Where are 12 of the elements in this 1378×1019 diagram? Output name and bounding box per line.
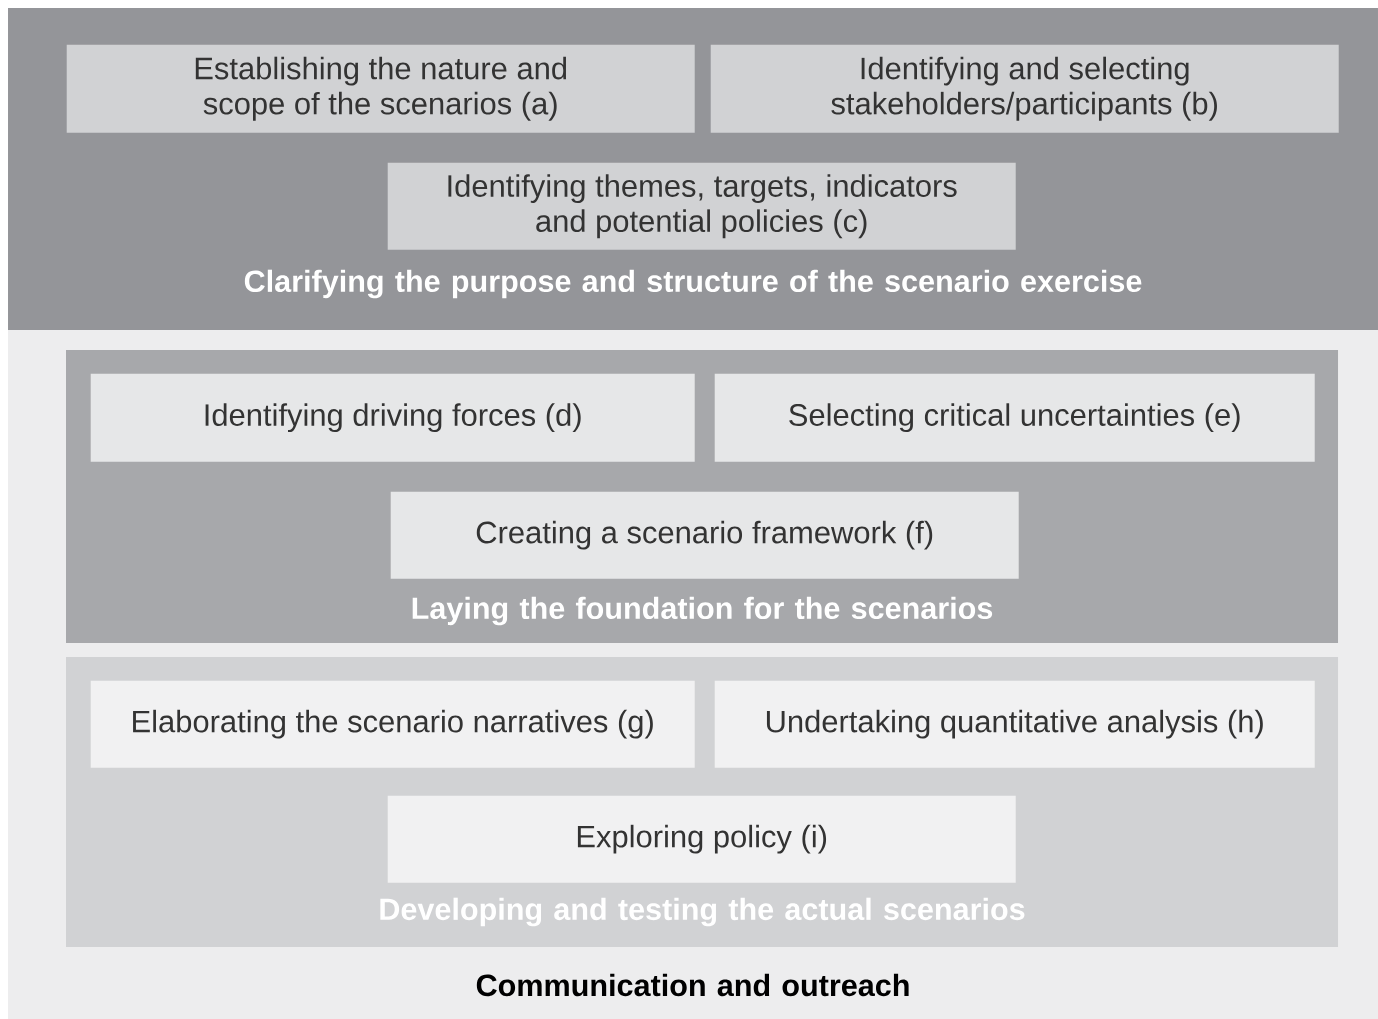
- step-box: Identifying driving forces (d): [90, 373, 695, 462]
- step-box: Selecting critical uncertainties (e): [714, 373, 1315, 462]
- step-box: Exploring policy (i): [387, 795, 1016, 883]
- step-box: Establishing the nature and scope of the scenarios (a): [66, 44, 695, 133]
- step-box: Identifying and selecting stakeholders/participants (b): [710, 44, 1339, 133]
- step-box: Creating a scenario framework (f): [390, 491, 1019, 579]
- band-heading: Laying the foundation for the scenarios: [412, 596, 993, 626]
- step-box: Elaborating the scenario narratives (g): [90, 680, 695, 768]
- band-heading: Clarifying the purpose and structure of the scenario exercise: [244, 269, 1142, 299]
- band-heading: Communication and outreach: [476, 973, 909, 997]
- step-box: Undertaking quantitative analysis (h): [714, 680, 1315, 768]
- step-box: Identifying themes, targets, indicators and potential policies (c): [387, 162, 1016, 250]
